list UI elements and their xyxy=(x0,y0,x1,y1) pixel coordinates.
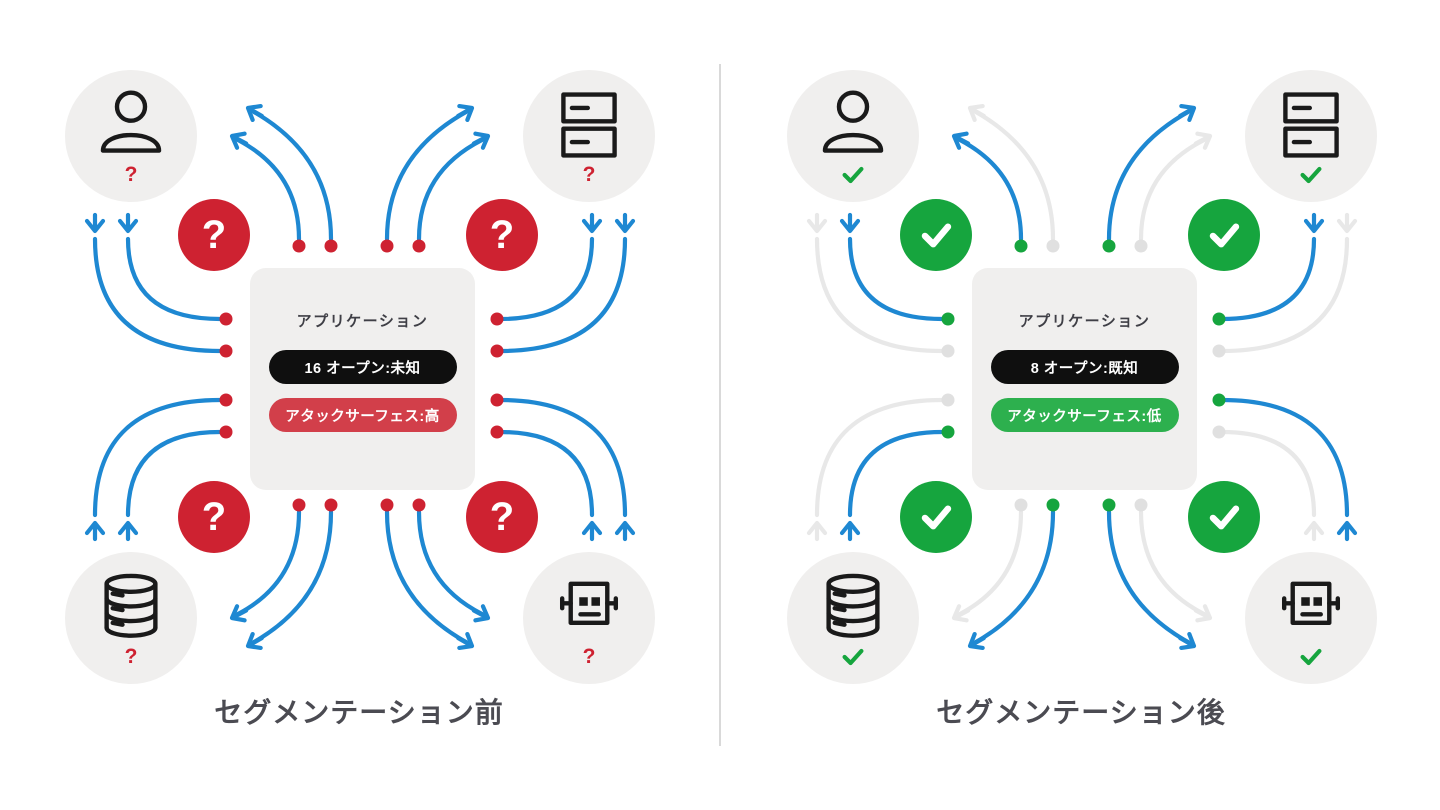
entity-bot: ? xyxy=(523,552,655,684)
link-server-inbound-outer xyxy=(1102,103,1197,253)
check-icon xyxy=(842,166,864,184)
link-bot-outbound-inner xyxy=(1212,425,1325,542)
server-icon xyxy=(1283,92,1339,158)
status-badge xyxy=(1188,481,1260,553)
status-badge: ? xyxy=(178,481,250,553)
panel-after: アプリケーション 8 オープン:既知 アタックサーフェス:低 セグメンテーション… xyxy=(722,0,1440,810)
entity-bot xyxy=(1245,552,1377,684)
card-title: アプリケーション xyxy=(1018,313,1151,330)
entity-database xyxy=(787,552,919,684)
card-title: アプリケーション xyxy=(296,313,429,330)
link-user-inbound-inner xyxy=(229,131,306,253)
link-database-inbound-inner xyxy=(951,498,1028,623)
attack-surface-pill: アタックサーフェス:高 xyxy=(268,398,457,432)
link-database-inbound-outer xyxy=(245,498,338,651)
link-server-outbound-outer xyxy=(490,212,636,358)
link-server-outbound-inner xyxy=(490,212,603,326)
link-server-inbound-outer xyxy=(380,103,475,253)
check-icon xyxy=(1300,166,1322,184)
open-ports-pill: 16 オープン:未知 xyxy=(268,350,457,384)
status-badge: ? xyxy=(466,481,538,553)
link-bot-outbound-inner xyxy=(490,425,603,542)
question-mark: ? xyxy=(489,495,515,539)
link-user-outbound-inner xyxy=(839,212,955,326)
bot-icon xyxy=(559,581,619,626)
link-server-outbound-inner xyxy=(1212,212,1325,326)
check-icon xyxy=(1209,223,1240,248)
entity-server: ? xyxy=(523,70,655,202)
database-icon xyxy=(826,573,880,638)
panel-caption: セグメンテーション後 xyxy=(936,697,1226,728)
entity-user: ? xyxy=(65,70,197,202)
check-icon xyxy=(1209,505,1240,530)
panel-before: ? ? ? xyxy=(0,0,718,810)
link-bot-inbound-inner xyxy=(1134,498,1213,623)
link-user-outbound-inner xyxy=(117,212,233,326)
entity-status-glyph: ? xyxy=(124,163,138,186)
link-database-outbound-outer xyxy=(84,393,233,542)
connections-layer xyxy=(806,103,1358,651)
server-icon xyxy=(561,92,617,158)
link-bot-inbound-inner xyxy=(412,498,491,623)
link-user-outbound-outer xyxy=(84,212,233,358)
open-ports-pill: 8 オープン:既知 xyxy=(990,350,1179,384)
question-mark: ? xyxy=(201,495,227,539)
database-icon xyxy=(104,573,158,638)
user-icon xyxy=(822,90,884,153)
link-server-inbound-inner xyxy=(1134,131,1213,253)
link-database-inbound-outer xyxy=(967,498,1060,651)
status-badge xyxy=(900,199,972,271)
panel-caption: セグメンテーション前 xyxy=(214,697,504,728)
question-mark: ? xyxy=(489,213,515,257)
connections-layer xyxy=(84,103,636,651)
entity-user xyxy=(787,70,919,202)
entity-server xyxy=(1245,70,1377,202)
status-badge: ? xyxy=(466,199,538,271)
attack-surface-pill: アタックサーフェス:低 xyxy=(990,398,1179,432)
link-bot-outbound-outer xyxy=(1212,393,1358,542)
link-database-inbound-inner xyxy=(229,498,306,623)
check-icon xyxy=(1300,648,1322,666)
link-bot-outbound-outer xyxy=(490,393,636,542)
link-database-outbound-inner xyxy=(839,425,955,542)
link-bot-inbound-outer xyxy=(1102,498,1197,651)
application-card: アプリケーション 16 オープン:未知 アタックサーフェス:高 xyxy=(250,268,475,490)
status-badge: ? xyxy=(178,199,250,271)
check-icon xyxy=(921,223,952,248)
link-database-outbound-inner xyxy=(117,425,233,542)
link-user-inbound-outer xyxy=(967,103,1060,253)
link-database-outbound-outer xyxy=(806,393,955,542)
link-user-inbound-outer xyxy=(245,103,338,253)
link-user-outbound-outer xyxy=(806,212,955,358)
link-server-inbound-inner xyxy=(412,131,491,253)
entity-status-glyph: ? xyxy=(124,645,138,668)
panel-divider xyxy=(719,64,721,746)
question-mark: ? xyxy=(201,213,227,257)
entity-status-glyph: ? xyxy=(582,645,596,668)
check-icon xyxy=(842,648,864,666)
link-bot-inbound-outer xyxy=(380,498,475,651)
link-server-outbound-outer xyxy=(1212,212,1358,358)
check-icon xyxy=(921,505,952,530)
status-badge xyxy=(1188,199,1260,271)
application-card: アプリケーション 8 オープン:既知 アタックサーフェス:低 xyxy=(972,268,1197,490)
user-icon xyxy=(100,90,162,153)
status-badge xyxy=(900,481,972,553)
entity-database: ? xyxy=(65,552,197,684)
bot-icon xyxy=(1281,581,1341,626)
link-user-inbound-inner xyxy=(951,131,1028,253)
entity-status-glyph: ? xyxy=(582,163,596,186)
